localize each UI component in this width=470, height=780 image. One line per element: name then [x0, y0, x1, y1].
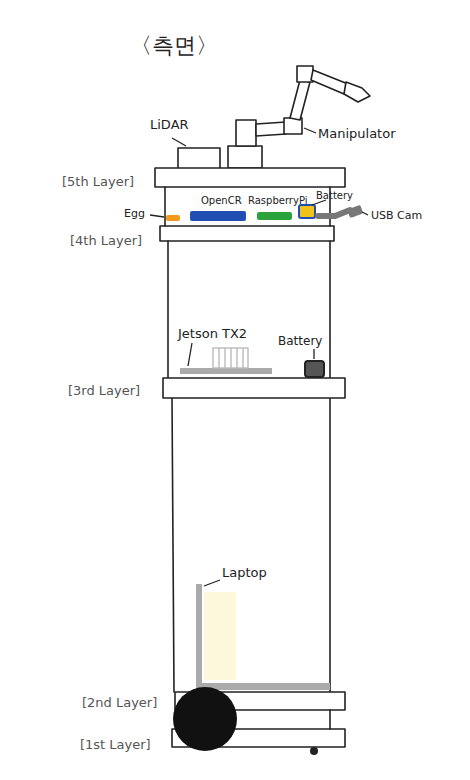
laptop-screen — [204, 592, 236, 680]
lidar-box — [178, 148, 220, 169]
leader-line — [188, 343, 192, 366]
page-title: 〈측면〉 — [130, 34, 218, 58]
layer-plate — [163, 378, 345, 398]
body-side — [167, 241, 169, 378]
caster — [310, 747, 318, 755]
manipulator-link — [256, 122, 286, 136]
jetson-board — [180, 368, 272, 374]
leader-line — [204, 580, 220, 586]
leader-line — [313, 349, 314, 359]
egg-part — [166, 215, 180, 221]
body-side — [172, 398, 174, 692]
layer-label: [3rd Layer] — [68, 384, 140, 398]
battery-box — [305, 361, 324, 377]
leader-line — [362, 212, 368, 215]
part-label: Battery — [316, 190, 353, 201]
part-label: LiDAR — [150, 118, 189, 132]
heatsink — [213, 348, 248, 368]
leader-line — [150, 215, 164, 217]
layer-label: [2nd Layer] — [82, 696, 157, 710]
leader-line — [304, 128, 316, 133]
manipulator-link — [290, 80, 310, 120]
laptop-lid — [196, 584, 202, 688]
gripper — [344, 82, 370, 102]
layer-plate — [160, 226, 334, 241]
opencr-board — [190, 211, 246, 221]
manipulator-link — [311, 70, 348, 94]
body-side — [329, 398, 331, 692]
wheel — [173, 687, 237, 751]
part-label: RaspberryPi — [248, 195, 307, 206]
manipulator-base — [228, 146, 262, 168]
layer-label: [1st Layer] — [80, 738, 151, 752]
battery-box — [299, 205, 315, 218]
part-label: Manipulator — [318, 127, 396, 141]
post — [329, 710, 331, 729]
usb-cam — [347, 205, 363, 218]
layer-label: [5th Layer] — [62, 175, 134, 189]
part-label: Jetson TX2 — [178, 327, 247, 341]
part-label: Egg — [124, 208, 145, 220]
layer-label: [4th Layer] — [70, 234, 142, 248]
part-label: Laptop — [222, 566, 267, 580]
post — [164, 187, 166, 226]
body-side — [329, 241, 331, 378]
usb-cam-cable — [318, 210, 350, 216]
part-label: Battery — [278, 335, 322, 348]
part-label: USB Cam — [371, 210, 422, 222]
raspberrypi-board — [257, 212, 292, 220]
part-label: OpenCR — [201, 195, 242, 206]
manipulator-joint — [236, 120, 256, 146]
leader-line — [172, 138, 186, 146]
layer-plate — [155, 168, 345, 187]
laptop-base — [196, 683, 330, 690]
